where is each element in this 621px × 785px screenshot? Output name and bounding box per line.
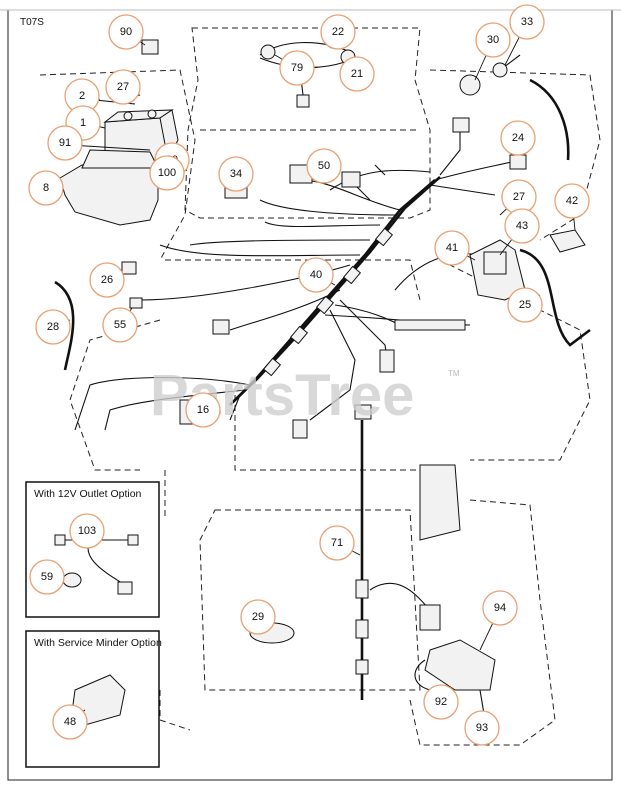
callout-label-30: 30 (487, 34, 499, 46)
harness-extension (394, 319, 466, 331)
callout-label-8: 8 (43, 182, 49, 194)
top-connector (452, 117, 470, 133)
battery-assembly (59, 94, 179, 226)
callout-25 (507, 287, 543, 323)
callout-label-2: 2 (79, 90, 85, 102)
callout-label-21: 21 (351, 68, 363, 80)
callout-label-48: 48 (64, 716, 76, 728)
part-90-body (141, 39, 159, 55)
part-43-body (483, 251, 507, 275)
callout-label-90: 90 (120, 26, 132, 38)
callout-label-71: 71 (331, 537, 343, 549)
callout-label-27-right: 27 (513, 191, 525, 203)
callout-label-25: 25 (519, 299, 531, 311)
callout-90 (108, 14, 144, 50)
callout-26 (89, 262, 125, 298)
callout-16 (185, 392, 221, 428)
callout-93 (464, 710, 500, 746)
callout-100 (149, 155, 185, 191)
seat-switch-plate (419, 464, 461, 541)
callout-30 (475, 22, 511, 58)
callout-label-40: 40 (310, 269, 322, 281)
callout-24 (500, 120, 536, 156)
callout-label-91: 91 (59, 137, 71, 149)
battery-cable-28 (54, 280, 75, 371)
part-26-body (121, 261, 137, 275)
callout-71 (319, 525, 355, 561)
connector-mid (379, 349, 395, 373)
headlight-harness (259, 42, 356, 108)
callout-8 (28, 170, 64, 206)
callout-label-59: 59 (41, 571, 53, 583)
callout-59 (29, 559, 65, 595)
inset-service-minder: With Service Minder Option (25, 630, 162, 768)
connector-lower (292, 419, 308, 439)
callout-94 (482, 590, 518, 626)
callout-103 (69, 513, 105, 549)
battery-cable-25 (519, 248, 591, 347)
callout-27-top (105, 69, 141, 105)
part-94-body (424, 639, 496, 691)
callout-33 (509, 4, 545, 40)
part-30-body (459, 74, 481, 96)
inset-12v-title: With 12V Outlet Option (34, 488, 142, 500)
callout-label-26: 26 (101, 274, 113, 286)
callout-48 (52, 704, 88, 740)
callout-92 (423, 684, 459, 720)
callout-50 (306, 148, 342, 184)
callout-28 (35, 309, 71, 345)
callout-label-103: 103 (78, 525, 96, 537)
connector-left (212, 319, 230, 335)
callout-label-27-top: 27 (117, 81, 129, 93)
callout-21 (339, 56, 375, 92)
callout-label-94: 94 (494, 602, 506, 614)
callout-label-55: 55 (114, 319, 126, 331)
callout-label-29: 29 (252, 611, 264, 623)
callout-label-33: 33 (521, 16, 533, 28)
connector-24 (509, 154, 527, 170)
inset-12v-outlet: With 12V Outlet Option (25, 481, 160, 618)
diagram-code: T07S (20, 17, 44, 28)
callout-79 (279, 50, 315, 86)
callout-55 (102, 307, 138, 343)
callout-42 (554, 183, 590, 219)
callout-label-42: 42 (566, 195, 578, 207)
callout-label-100: 100 (158, 167, 176, 179)
callout-label-1: 1 (80, 117, 86, 129)
callout-43 (504, 208, 540, 244)
callout-label-28: 28 (47, 321, 59, 333)
callouts: 90 22 33 30 79 21 2 27 1 91 24 99 100 8 … (28, 4, 590, 746)
harness-71 (355, 420, 441, 700)
callout-label-50: 50 (318, 160, 330, 172)
part-42-body (549, 229, 586, 253)
connector-71-top (354, 404, 372, 420)
watermark-tm: TM (448, 369, 460, 378)
callout-91 (47, 125, 83, 161)
part-55-body (129, 297, 143, 309)
callout-29 (240, 599, 276, 635)
callout-34 (218, 156, 254, 192)
callout-label-92: 92 (435, 696, 447, 708)
callout-label-24: 24 (512, 132, 524, 144)
callout-label-43: 43 (516, 220, 528, 232)
callout-label-79: 79 (291, 62, 303, 74)
callout-40 (298, 257, 334, 293)
callout-label-34: 34 (230, 168, 242, 180)
fuse-block (341, 171, 361, 188)
callout-22 (320, 14, 356, 50)
part-33-body (492, 62, 508, 78)
inset-service-minder-title: With Service Minder Option (34, 637, 162, 649)
callout-41 (434, 230, 470, 266)
callout-label-16: 16 (197, 404, 209, 416)
callout-label-93: 93 (476, 722, 488, 734)
callout-label-41: 41 (446, 242, 458, 254)
battery-cable-24 (529, 78, 570, 161)
callout-label-22: 22 (332, 26, 344, 38)
